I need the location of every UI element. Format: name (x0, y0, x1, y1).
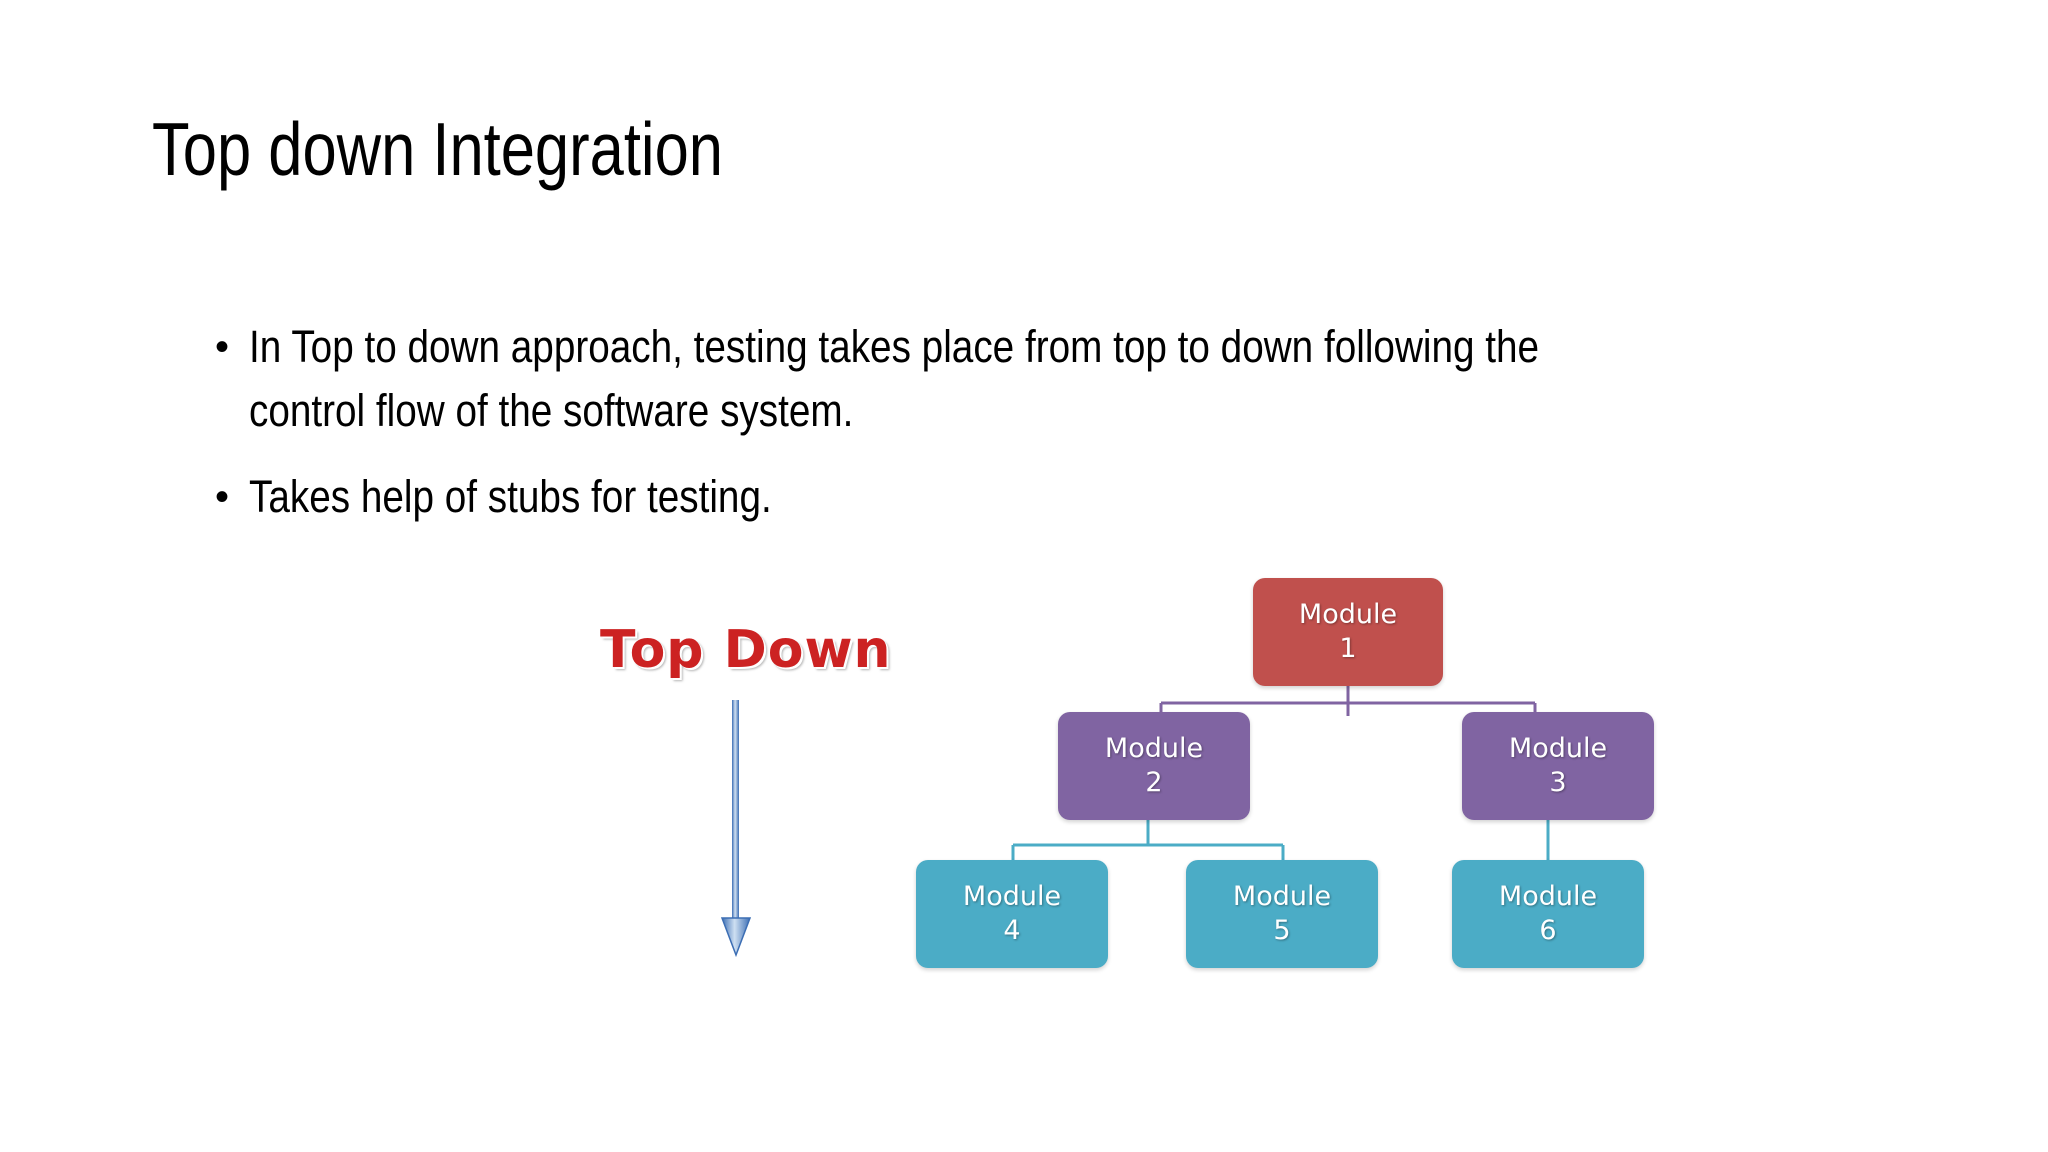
module-label: Module (1508, 733, 1608, 764)
module-label: Module (1104, 733, 1204, 764)
page-title: Top down Integration (152, 107, 723, 191)
module-node-1[interactable]: Module 1 (1253, 578, 1443, 686)
module-label: Module (962, 881, 1062, 912)
list-item: • In Top to down approach, testing takes… (215, 315, 1775, 443)
bullet-list: • In Top to down approach, testing takes… (215, 315, 1775, 551)
module-number: 4 (1003, 915, 1021, 946)
connector-m2-children (1011, 818, 1285, 862)
module-number: 6 (1539, 915, 1557, 946)
bullet-marker-icon: • (215, 325, 230, 369)
module-number: 2 (1145, 767, 1163, 798)
down-arrow-icon (720, 700, 752, 958)
module-node-3[interactable]: Module 3 (1462, 712, 1654, 820)
module-node-5[interactable]: Module 5 (1186, 860, 1378, 968)
module-node-4[interactable]: Module 4 (916, 860, 1108, 968)
module-label: Module (1298, 599, 1398, 630)
list-item: • Takes help of stubs for testing. (215, 465, 1775, 529)
bullet-marker-icon: • (215, 475, 230, 519)
module-number: 5 (1273, 915, 1291, 946)
module-number: 1 (1339, 633, 1357, 664)
module-node-6[interactable]: Module 6 (1452, 860, 1644, 968)
top-down-caption: Top Down (600, 620, 892, 680)
bullet-text: In Top to down approach, testing takes p… (249, 321, 1540, 436)
bullet-text: Takes help of stubs for testing. (249, 471, 772, 522)
module-label: Module (1232, 881, 1332, 912)
module-label: Module (1498, 881, 1598, 912)
module-number: 3 (1549, 767, 1567, 798)
module-node-2[interactable]: Module 2 (1058, 712, 1250, 820)
